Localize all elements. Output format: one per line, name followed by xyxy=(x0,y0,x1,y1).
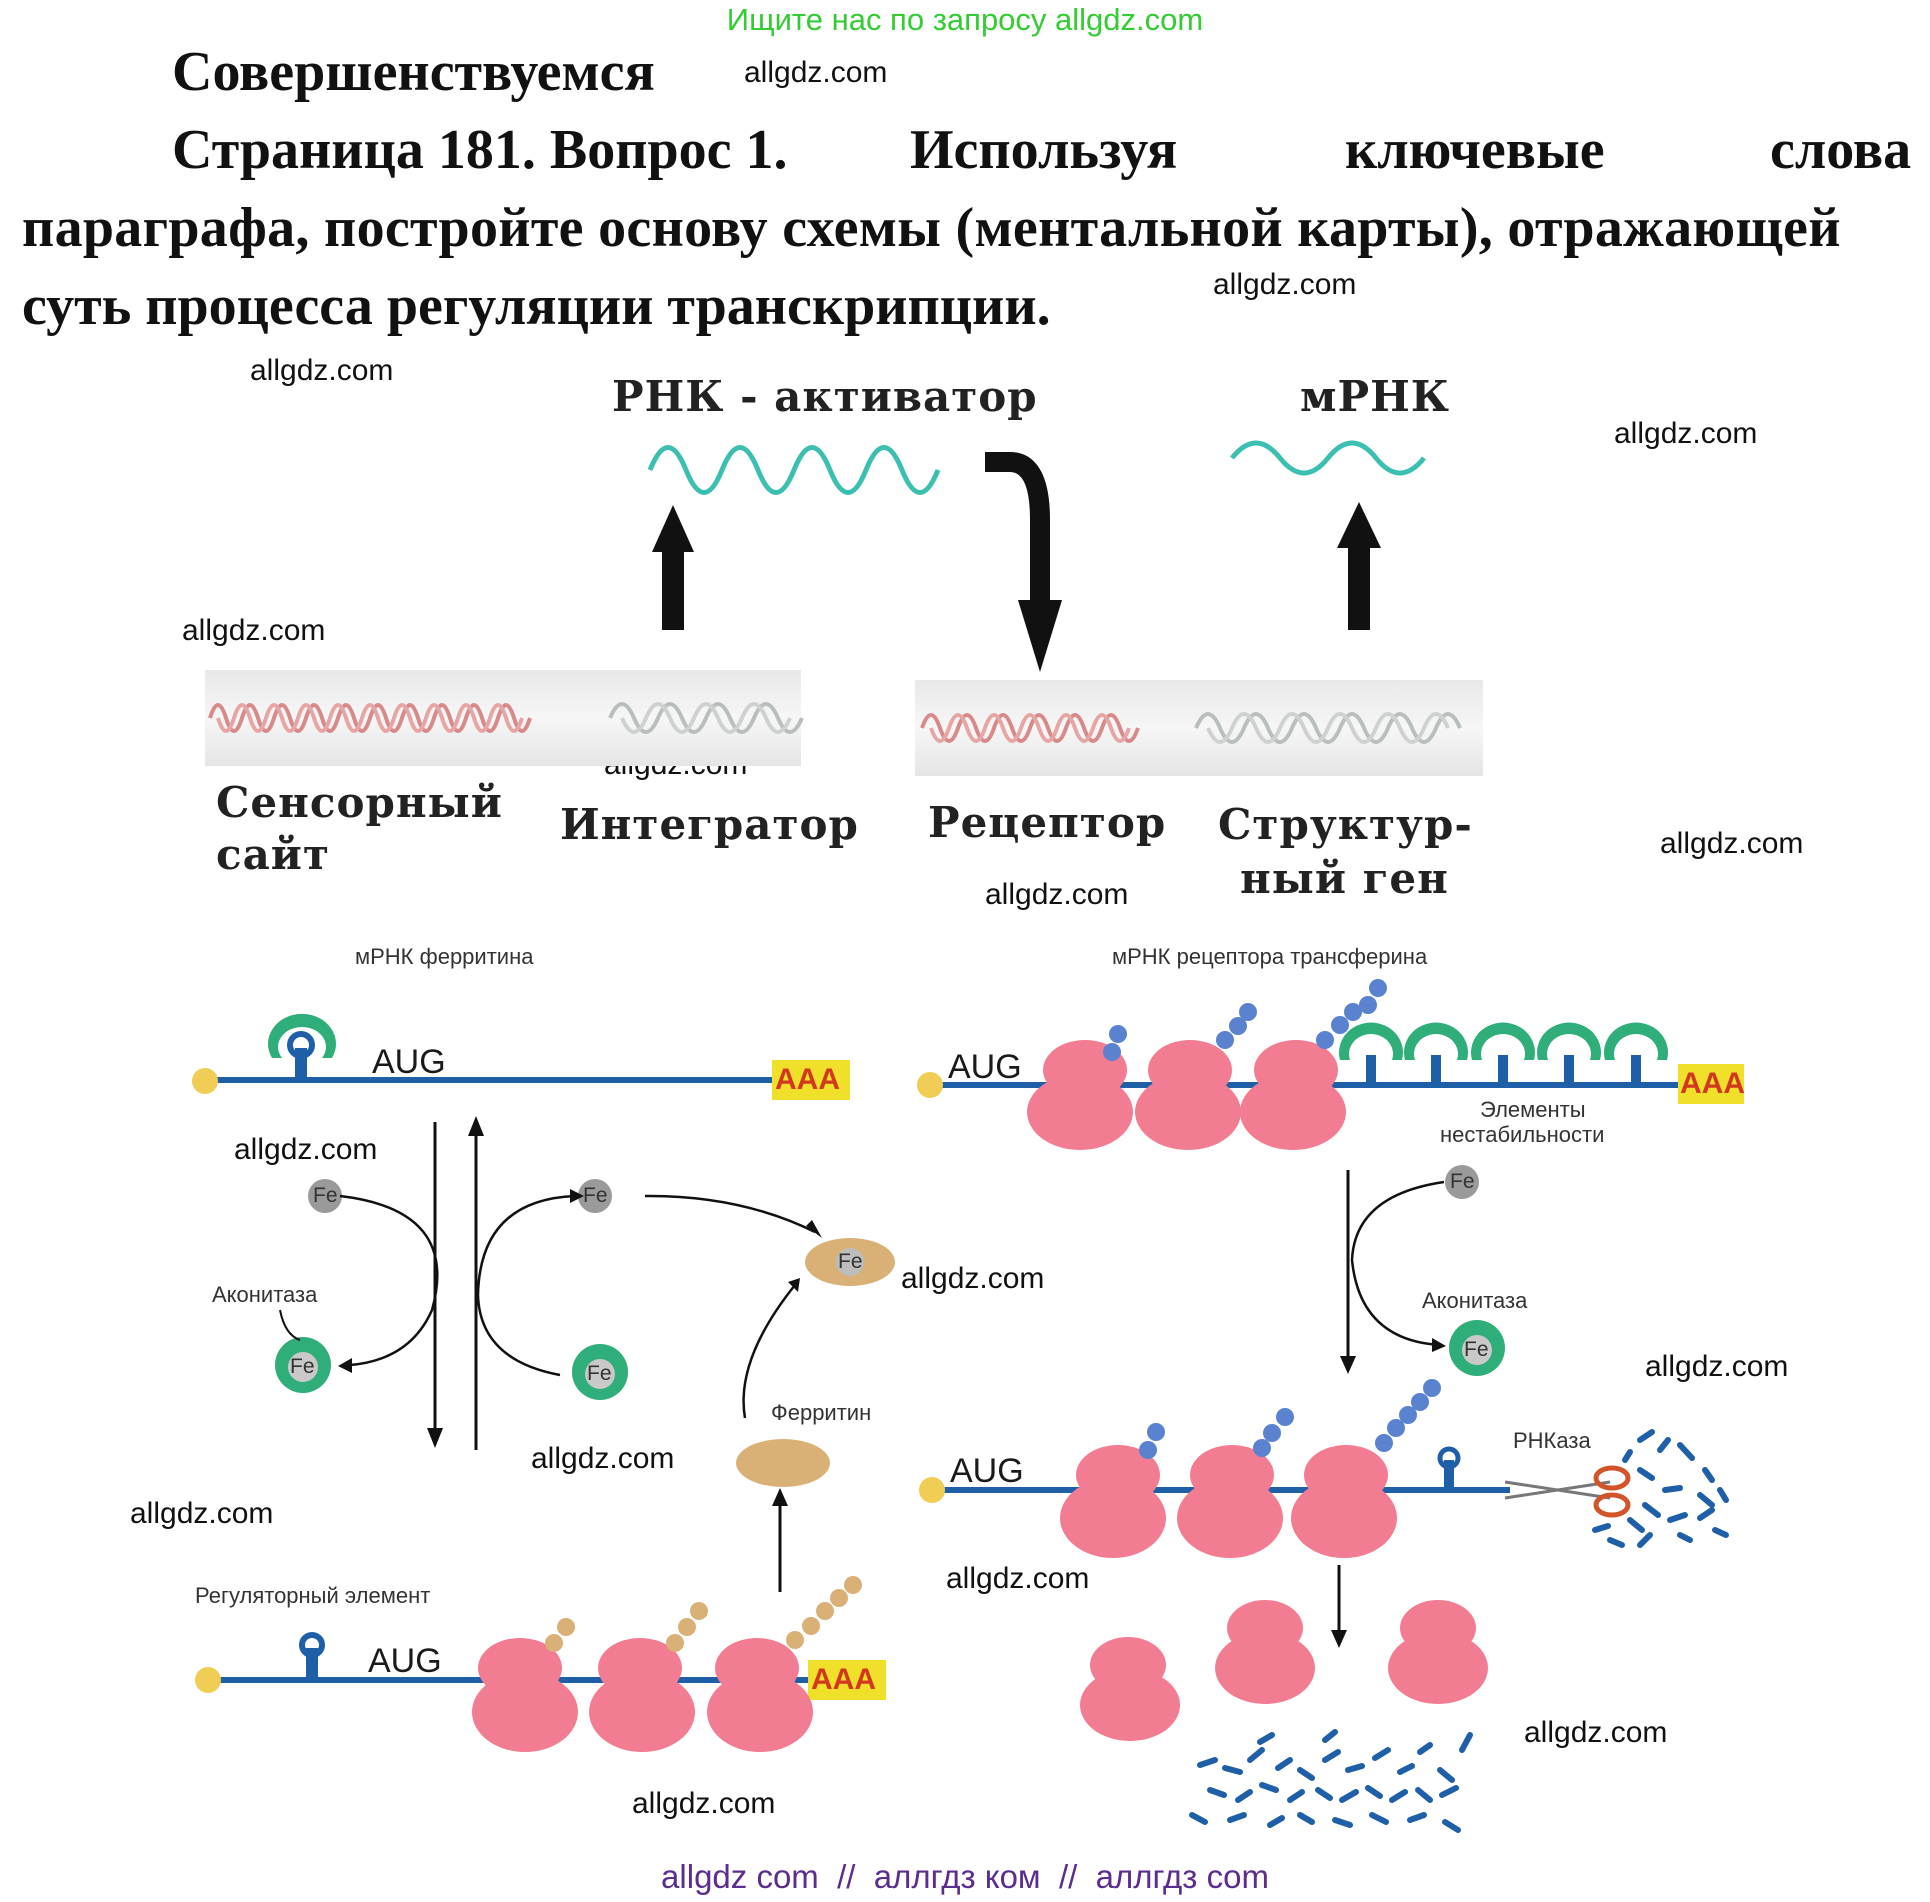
ferritin-mrna-label: мРНК ферритина xyxy=(355,944,534,969)
question-word-2: ключевые xyxy=(1345,119,1605,181)
free-ribosome xyxy=(1080,1637,1180,1741)
aconitase-label: Аконитаза xyxy=(1422,1288,1528,1313)
tfr-mrna-label: мРНК рецептора трансферина xyxy=(1112,944,1428,969)
aconitase-on-hairpin xyxy=(268,1013,337,1080)
nascent-receptor-chains xyxy=(1139,1379,1441,1459)
ribosome xyxy=(1177,1445,1283,1558)
ribosome xyxy=(1291,1445,1397,1558)
watermark: allgdz.com xyxy=(632,1787,776,1820)
fe-label: Fe xyxy=(838,1250,863,1273)
poly-a-tail: AAA xyxy=(775,1063,840,1096)
aconitase-fe xyxy=(1449,1320,1505,1376)
sensor-site-label-1: Сенсорный xyxy=(216,778,503,827)
footer-links[interactable]: allgdz com // аллгдз ком // аллгдз com xyxy=(661,1858,1269,1895)
watermark: allgdz.com xyxy=(234,1133,378,1166)
aconitase-fe xyxy=(572,1344,628,1400)
fe-label: Fe xyxy=(1450,1170,1475,1193)
fe-label: Fe xyxy=(290,1355,315,1378)
nascent-receptor-chains xyxy=(1103,979,1387,1061)
question-line-3: суть процесса регуляции транскрипции. xyxy=(22,275,1051,337)
integrator-label: Интегратор xyxy=(560,800,859,849)
dna-strand-left xyxy=(205,670,804,766)
watermark: allgdz.com xyxy=(985,878,1129,911)
top-banner[interactable]: Ищите нас по запросу allgdz.com xyxy=(726,2,1204,37)
fe-ion xyxy=(308,1179,342,1213)
structural-gene-label-2: ный ген xyxy=(1240,854,1449,903)
down-arrow-icon xyxy=(1331,1565,1347,1648)
fe-ion xyxy=(578,1179,612,1213)
instability-elements-label-2: нестабильности xyxy=(1440,1122,1605,1147)
down-arrow-icon xyxy=(1340,1170,1356,1374)
up-arrow-icon xyxy=(772,1488,788,1592)
up-arrow-icon xyxy=(1337,502,1381,630)
dna-strand-right xyxy=(915,680,1483,776)
ribosome xyxy=(589,1638,695,1752)
watermark: allgdz.com xyxy=(1660,827,1804,860)
ribosome xyxy=(1135,1040,1241,1150)
fe-label: Fe xyxy=(583,1184,608,1207)
watermark: allgdz.com xyxy=(250,354,394,387)
ferritin-mrna-strand xyxy=(192,1060,850,1100)
fe-ion xyxy=(1445,1165,1479,1199)
ferritin-label: Ферритин xyxy=(771,1400,872,1425)
degraded-rna-pile xyxy=(1189,1729,1473,1833)
up-arrow-icon xyxy=(652,505,694,630)
free-ribosome xyxy=(1215,1600,1315,1704)
watermark: allgdz.com xyxy=(182,614,326,647)
rna-activator-wave xyxy=(647,445,941,495)
watermark: allgdz.com xyxy=(946,1562,1090,1595)
ribosome xyxy=(1240,1040,1346,1150)
aconitase-on-instability-elements xyxy=(1339,1022,1668,1085)
aconitase-label: Аконитаза xyxy=(212,1282,318,1307)
section-title: Совершенствуемся xyxy=(172,41,655,103)
watermark: allgdz.com xyxy=(1614,417,1758,450)
aug-codon: AUG xyxy=(948,1048,1022,1086)
receptor-label: Рецептор xyxy=(928,798,1167,847)
aug-codon: AUG xyxy=(950,1452,1024,1490)
question-lead: Страница 181. Вопрос 1. xyxy=(172,119,788,181)
mrna-wave xyxy=(1230,440,1426,476)
structural-gene-label-1: Структур- xyxy=(1218,800,1473,849)
aconitase-fe xyxy=(275,1337,331,1393)
ribosome xyxy=(1060,1445,1166,1558)
poly-a-tail: AAA xyxy=(1680,1067,1744,1100)
aug-codon: AUG xyxy=(368,1642,442,1680)
free-ribosome xyxy=(1388,1600,1488,1704)
watermark: allgdz.com xyxy=(130,1497,274,1530)
ribosome xyxy=(472,1638,578,1752)
fe-label: Fe xyxy=(1464,1338,1489,1361)
aug-codon: AUG xyxy=(372,1043,446,1081)
instability-elements-label-1: Элементы xyxy=(1480,1097,1586,1122)
rnase-label: РНКаза xyxy=(1513,1428,1591,1453)
sensor-site-label-2: сайт xyxy=(216,830,330,879)
ribosome xyxy=(1027,1040,1133,1150)
watermark: allgdz.com xyxy=(901,1262,1045,1295)
ferritin-protein xyxy=(736,1439,830,1487)
poly-a-tail: AAA xyxy=(811,1663,876,1696)
down-arrow-icon xyxy=(427,1122,443,1448)
fe-label: Fe xyxy=(313,1184,338,1207)
fe-label: Fe xyxy=(587,1362,612,1385)
watermark: allgdz.com xyxy=(744,56,888,89)
curved-down-arrow-icon xyxy=(985,452,1062,672)
watermark: allgdz.com xyxy=(1213,268,1357,301)
question-line-2: параграфа, постройте основу схемы (мента… xyxy=(22,197,1841,259)
nascent-ferritin-chains xyxy=(545,1576,862,1652)
ferritin-with-fe xyxy=(805,1238,895,1286)
question-word-3: слова xyxy=(1770,119,1912,181)
mrna-label: мРНК xyxy=(1300,372,1450,421)
rna-activator-label: РНК - активатор xyxy=(612,372,1038,421)
question-word-1: Используя xyxy=(910,119,1178,181)
watermark: allgdz.com xyxy=(531,1442,675,1475)
scissors-icon xyxy=(1504,1465,1631,1518)
watermark: allgdz.com xyxy=(1524,1716,1668,1749)
watermark: allgdz.com xyxy=(1645,1350,1789,1383)
regulatory-element-label: Регуляторный элемент xyxy=(195,1583,431,1608)
up-arrow-icon xyxy=(468,1116,484,1450)
rna-fragments xyxy=(1592,1429,1729,1548)
ribosome xyxy=(707,1638,813,1752)
